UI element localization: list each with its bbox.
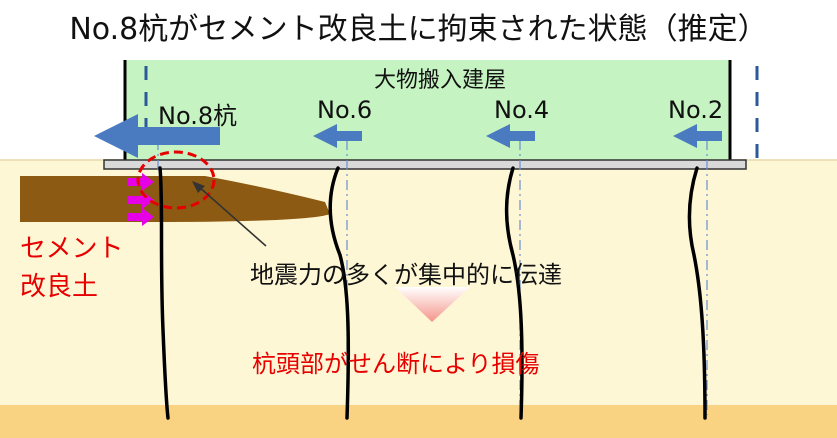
restraint-arrow-3 <box>128 208 154 226</box>
pile-label-no8: No.8杭 <box>158 102 238 130</box>
damage-result-label: 杭頭部がせん断により損傷 <box>252 350 540 378</box>
pile-head-highlight <box>136 150 216 210</box>
pile-label-no2: No.2 <box>668 96 724 124</box>
pile-no6 <box>328 166 351 420</box>
stress-annotation: 地震力の多くが集中的に伝達 <box>250 261 562 289</box>
result-arrow <box>395 287 470 322</box>
force-arrow-no4 <box>486 124 535 148</box>
force-arrow-no8 <box>94 114 220 158</box>
cement-soil-label-line1: セメント <box>20 234 124 264</box>
pile-label-no4: No.4 <box>494 96 550 124</box>
annotation-pointer-head <box>192 181 205 193</box>
force-arrow-no6 <box>313 124 362 148</box>
restraint-arrow-1 <box>128 173 154 191</box>
pile-label-no6: No.6 <box>317 96 373 124</box>
pile-no8 <box>158 166 170 420</box>
foundation-slab <box>103 159 747 170</box>
ground-lower-layer <box>0 405 837 438</box>
annotation-pointer <box>197 185 267 247</box>
pile-no4 <box>504 166 524 420</box>
cement-soil-block <box>20 176 330 222</box>
building-label: 大物搬入建屋 <box>373 68 506 93</box>
pile-no2 <box>687 166 707 420</box>
building <box>124 60 730 162</box>
force-arrow-no2 <box>673 124 722 148</box>
cement-soil-label-line2: 改良土 <box>20 272 99 302</box>
restraint-arrow-2 <box>128 191 154 209</box>
page-title: No.8杭がセメント改良土に拘束された状態（推定） <box>69 12 768 47</box>
